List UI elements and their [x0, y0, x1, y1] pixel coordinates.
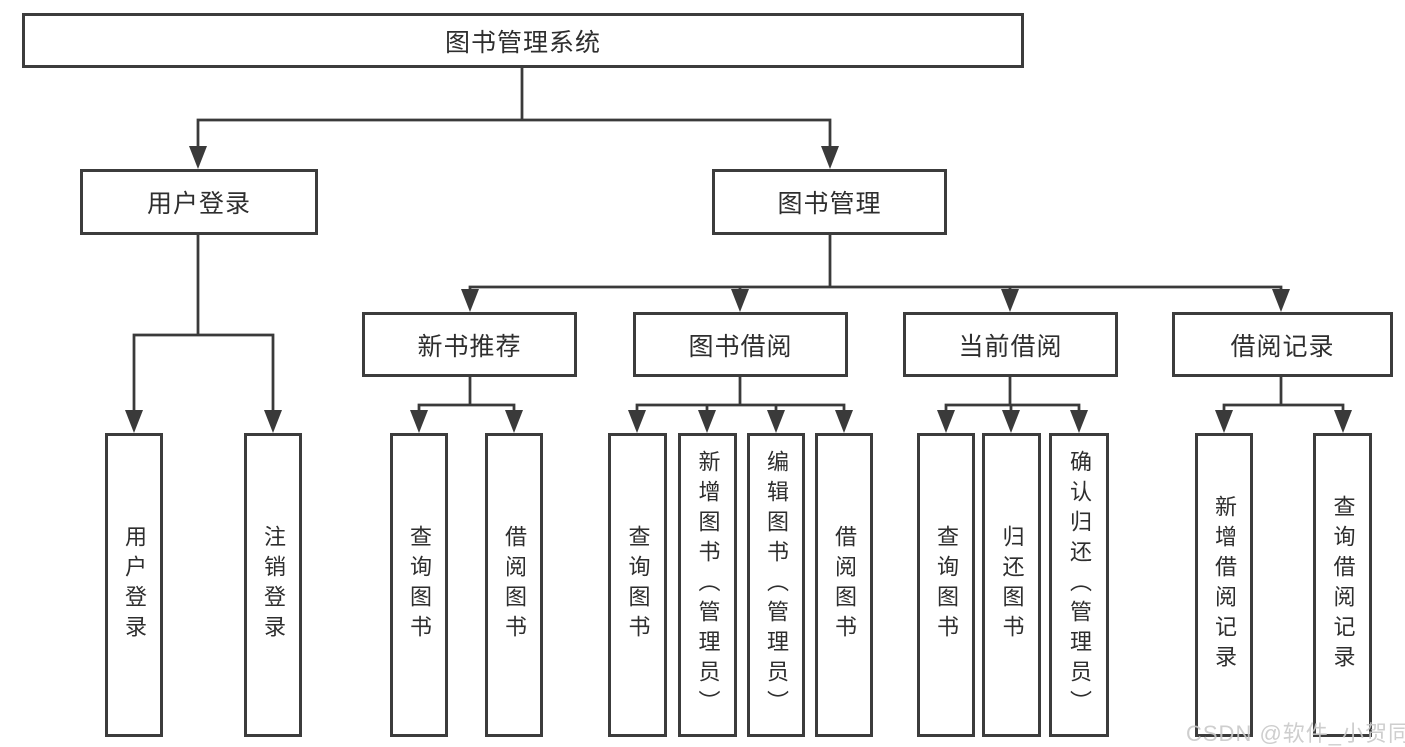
node-book-management: 图书管理	[712, 169, 947, 235]
node-new-book-recommend: 新书推荐	[362, 312, 577, 377]
connector-path	[944, 375, 1081, 414]
leaf-borrow-books-recommend-label: 借阅图书	[502, 525, 527, 645]
leaf-borrow-books-recommend: 借阅图书	[485, 433, 543, 737]
leaf-return-books-label: 归还图书	[999, 525, 1025, 645]
leaf-confirm-return-admin: 确认归还（管理员）	[1049, 433, 1109, 737]
leaf-confirm-return-admin-label: 确认归还（管理员）	[1067, 450, 1092, 720]
arrowhead-icon	[835, 410, 853, 433]
leaf-logout: 注销登录	[244, 433, 302, 737]
leaf-query-books-recommend-label: 查询图书	[407, 525, 432, 645]
arrowhead-icon	[189, 146, 207, 169]
arrowhead-icon	[264, 410, 282, 433]
arrowhead-icon	[125, 410, 143, 433]
leaf-add-book-admin: 新增图书（管理员）	[678, 433, 737, 737]
arrowhead-icon	[937, 410, 955, 433]
connector-path	[132, 232, 275, 414]
arrowhead-icon	[767, 410, 785, 433]
leaf-add-borrow-record-label: 新增借阅记录	[1212, 495, 1237, 675]
node-new-book-recommend-label: 新书推荐	[417, 332, 522, 361]
arrowhead-icon	[698, 410, 716, 433]
leaf-edit-book-admin: 编辑图书（管理员）	[747, 433, 805, 737]
node-book-management-label: 图书管理	[777, 190, 882, 218]
arrowhead-icon	[505, 410, 523, 433]
connector-path	[417, 375, 516, 414]
leaf-add-borrow-record: 新增借阅记录	[1195, 433, 1253, 737]
arrowhead-icon	[1215, 410, 1233, 433]
leaf-query-books-current: 查询图书	[917, 433, 975, 737]
leaf-borrow-books-label: 借阅图书	[832, 525, 857, 645]
connector-path	[196, 66, 832, 150]
node-borrow-records-label: 借阅记录	[1230, 332, 1335, 361]
leaf-return-books: 归还图书	[982, 433, 1041, 737]
node-root: 图书管理系统	[22, 13, 1024, 68]
leaf-user-login: 用户登录	[105, 433, 163, 737]
node-borrow-records: 借阅记录	[1172, 312, 1393, 377]
leaf-add-book-admin-label: 新增图书（管理员）	[695, 450, 721, 720]
arrowhead-icon	[1272, 289, 1290, 312]
arrowhead-icon	[1002, 410, 1020, 433]
leaf-edit-book-admin-label: 编辑图书（管理员）	[764, 450, 789, 720]
connector-path	[468, 232, 1283, 294]
leaf-query-books-borrow-label: 查询图书	[625, 525, 651, 645]
leaf-user-login-label: 用户登录	[122, 525, 147, 645]
node-current-borrow-label: 当前借阅	[958, 332, 1063, 361]
watermark: CSDN @软件_小贺同学	[1186, 721, 1405, 746]
connector-path	[1222, 375, 1345, 414]
arrowhead-icon	[461, 289, 479, 312]
arrowhead-icon	[1001, 289, 1019, 312]
leaf-query-books-borrow: 查询图书	[608, 433, 667, 737]
node-book-borrow-label: 图书借阅	[688, 332, 793, 361]
arrowhead-icon	[1334, 410, 1352, 433]
node-current-borrow: 当前借阅	[903, 312, 1118, 377]
connector-path	[635, 375, 846, 414]
arrowhead-icon	[821, 146, 839, 169]
leaf-query-books-current-label: 查询图书	[934, 525, 959, 645]
arrowhead-icon	[1070, 410, 1088, 433]
leaf-logout-label: 注销登录	[261, 525, 286, 645]
leaf-query-borrow-record: 查询借阅记录	[1313, 433, 1372, 737]
leaf-query-books-recommend: 查询图书	[390, 433, 448, 737]
leaf-query-borrow-record-label: 查询借阅记录	[1330, 495, 1356, 675]
node-root-label: 图书管理系统	[444, 28, 601, 57]
arrowhead-icon	[410, 410, 428, 433]
arrowhead-icon	[731, 289, 749, 312]
node-user-login-label: 用户登录	[146, 190, 251, 218]
node-user-login: 用户登录	[80, 169, 318, 235]
node-book-borrow: 图书借阅	[633, 312, 848, 377]
leaf-borrow-books: 借阅图书	[815, 433, 873, 737]
arrowhead-icon	[628, 410, 646, 433]
